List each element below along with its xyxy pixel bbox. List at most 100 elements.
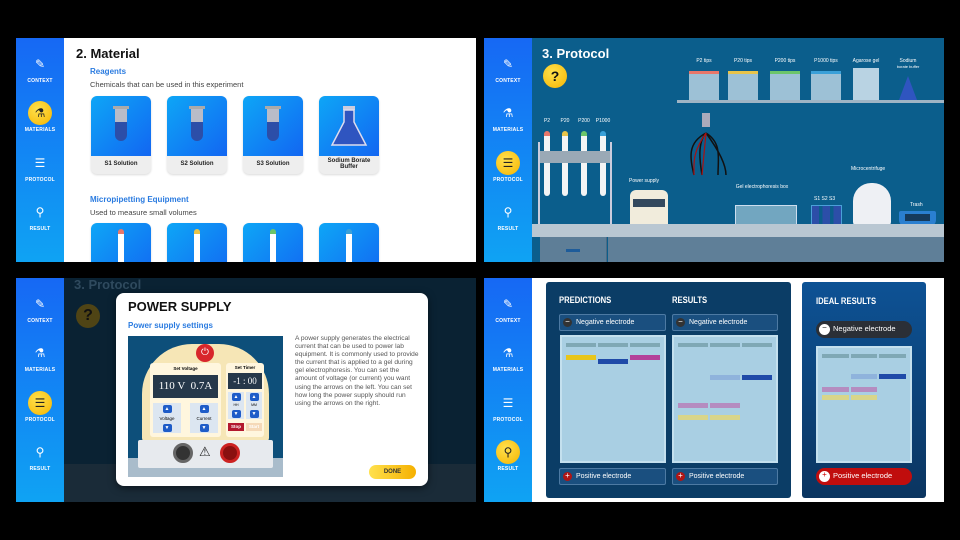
sample-rack[interactable]: [811, 205, 842, 226]
sidebar-item-protocol[interactable]: ☰PROTOCOL: [16, 391, 64, 431]
current-down-button[interactable]: ▼: [199, 423, 209, 432]
sidebar-item-materials[interactable]: ⚗MATERIALS: [484, 101, 532, 141]
sidebar-item-protocol[interactable]: ☰PROTOCOL: [16, 151, 64, 191]
gel-band: [630, 355, 660, 361]
gel-electrophoresis-box[interactable]: [735, 205, 797, 226]
gel-band: [710, 414, 740, 420]
sidebar-item-protocol[interactable]: ☰PROTOCOL: [484, 151, 532, 191]
start-button[interactable]: Start: [246, 423, 262, 431]
bench-drawer[interactable]: [540, 237, 607, 262]
gel-band: [678, 414, 708, 420]
mm-down-button[interactable]: ▼: [249, 410, 259, 418]
reagent-card-s3[interactable]: S3 Solution: [243, 96, 303, 174]
card-label: S2 Solution: [180, 161, 214, 167]
gel-band: [850, 374, 878, 380]
power-supply[interactable]: [630, 190, 668, 226]
materials-screen: ✎CONTEXT ⚗ MATERIALS ☰PROTOCOL ⚲RESULT 2. Ma…: [16, 38, 476, 262]
done-button[interactable]: DONE: [369, 465, 416, 479]
gel-band: [598, 359, 628, 365]
page-title: 2. Material: [76, 46, 140, 61]
tip-box[interactable]: [770, 71, 800, 100]
pipette-card[interactable]: [91, 223, 151, 262]
sidebar-item-result[interactable]: ⚲RESULT: [484, 440, 532, 480]
ideal-negative-electrode: −Negative electrode: [816, 321, 912, 338]
mm-up-button[interactable]: ▲: [249, 393, 259, 401]
sidebar-item-label: MATERIALS: [24, 127, 56, 133]
predictions-gel[interactable]: [560, 335, 666, 463]
sidebar-item-protocol[interactable]: ☰PROTOCOL: [484, 391, 532, 431]
shelf-label: P1000 tips: [814, 58, 838, 64]
reagent-card-buffer[interactable]: Sodium Borate Buffer: [319, 96, 379, 174]
results-gel: [672, 335, 778, 463]
test-tube-icon: ⚗: [28, 101, 52, 125]
pipette-rack[interactable]: [538, 142, 612, 230]
gel-band: [850, 386, 878, 392]
pipette[interactable]: [562, 131, 568, 196]
results-positive-electrode: +Positive electrode: [672, 468, 778, 485]
buffer-flask[interactable]: [899, 76, 917, 100]
sidebar-item-context[interactable]: ✎CONTEXT: [16, 52, 64, 92]
pipette-card[interactable]: [167, 223, 227, 262]
modal-title: POWER SUPPLY: [128, 299, 232, 314]
hh-up-button[interactable]: ▲: [231, 393, 241, 401]
magnifier-icon: ⚲: [35, 205, 45, 219]
sidebar-item-context[interactable]: ✎CONTEXT: [484, 292, 532, 332]
sidebar-item-context[interactable]: ✎CONTEXT: [16, 292, 64, 332]
sidebar-item-materials[interactable]: ⚗ MATERIALS: [16, 101, 64, 141]
reagent-card-s1[interactable]: S1 Solution: [91, 96, 151, 174]
tube-icon: [113, 106, 129, 142]
pipette[interactable]: [544, 131, 550, 196]
pipette[interactable]: [600, 131, 606, 196]
microcentrifuge[interactable]: [853, 183, 891, 226]
reagent-card-s2[interactable]: S2 Solution: [167, 96, 227, 174]
pipette-card[interactable]: [319, 223, 379, 262]
s3-label: S3: [829, 196, 836, 202]
sidebar-item-label: PROTOCOL: [25, 177, 55, 183]
power-supply-screen: ✎CONTEXT⚗MATERIALS☰PROTOCOL⚲RESULT 3. Pr…: [16, 278, 476, 502]
warning-icon: ⚠: [199, 444, 211, 459]
sidebar-item-materials[interactable]: ⚗MATERIALS: [16, 341, 64, 381]
shelf-label: Agarose gel: [852, 58, 880, 64]
gel-band: [822, 386, 849, 392]
pipette[interactable]: [581, 131, 587, 196]
voltage-up-button[interactable]: ▲: [162, 404, 172, 413]
current-up-button[interactable]: ▲: [199, 404, 209, 413]
voltage-down-button[interactable]: ▼: [162, 423, 172, 432]
clipboard-edit-icon: ✎: [34, 57, 46, 71]
ideal-gel: [816, 346, 912, 463]
tip-box[interactable]: [689, 71, 719, 100]
power-button[interactable]: ⏻: [196, 344, 214, 362]
current-stepper[interactable]: ▲Current▼: [190, 403, 218, 433]
device-base: [138, 440, 273, 468]
sidebar: ✎CONTEXT ⚗MATERIALS ☰PROTOCOL ⚲RESULT: [484, 278, 532, 502]
stop-button[interactable]: Stop: [228, 423, 244, 431]
predictions-heading: PREDICTIONS: [559, 295, 612, 305]
pipette-card[interactable]: [243, 223, 303, 262]
sidebar-item-materials[interactable]: ⚗MATERIALS: [484, 341, 532, 381]
tip-box[interactable]: [728, 71, 758, 100]
electrode-leads[interactable]: [682, 113, 732, 188]
tip-box[interactable]: [811, 71, 841, 100]
positive-jack[interactable]: [220, 443, 240, 463]
voltage-stepper[interactable]: ▲Voltage▼: [153, 403, 181, 433]
clipboard-edit-icon: ✎: [502, 297, 514, 311]
sidebar-item-label: RESULT: [29, 466, 51, 472]
hh-stepper[interactable]: ▲HH▼: [228, 392, 244, 419]
pipette-icon: [118, 229, 124, 262]
negative-jack[interactable]: [173, 443, 193, 463]
trash[interactable]: [899, 211, 936, 226]
power-supply-illustration: ⏻ Set Voltage 110 V 0.7A ▲Voltage▼ ▲Curr…: [128, 336, 283, 477]
sidebar-item-context[interactable]: ✎CONTEXT: [484, 52, 532, 92]
hh-down-button[interactable]: ▼: [231, 410, 241, 418]
help-button[interactable]: ?: [543, 64, 567, 88]
set-timer-label: Set Timer: [234, 365, 256, 370]
magnifier-icon: ⚲: [503, 205, 513, 219]
sidebar-item-result[interactable]: ⚲RESULT: [16, 200, 64, 240]
sidebar-item-result[interactable]: ⚲RESULT: [16, 440, 64, 480]
agarose-gel[interactable]: [853, 68, 879, 100]
mm-stepper[interactable]: ▲MM▼: [246, 392, 262, 419]
sidebar-item-result[interactable]: ⚲RESULT: [484, 200, 532, 240]
pipette-label: P20: [560, 118, 570, 124]
protocol-screen: ✎CONTEXT⚗MATERIALS☰PROTOCOL⚲RESULT 3. Pr…: [484, 38, 944, 262]
power-supply-label: Power supply: [629, 178, 660, 184]
